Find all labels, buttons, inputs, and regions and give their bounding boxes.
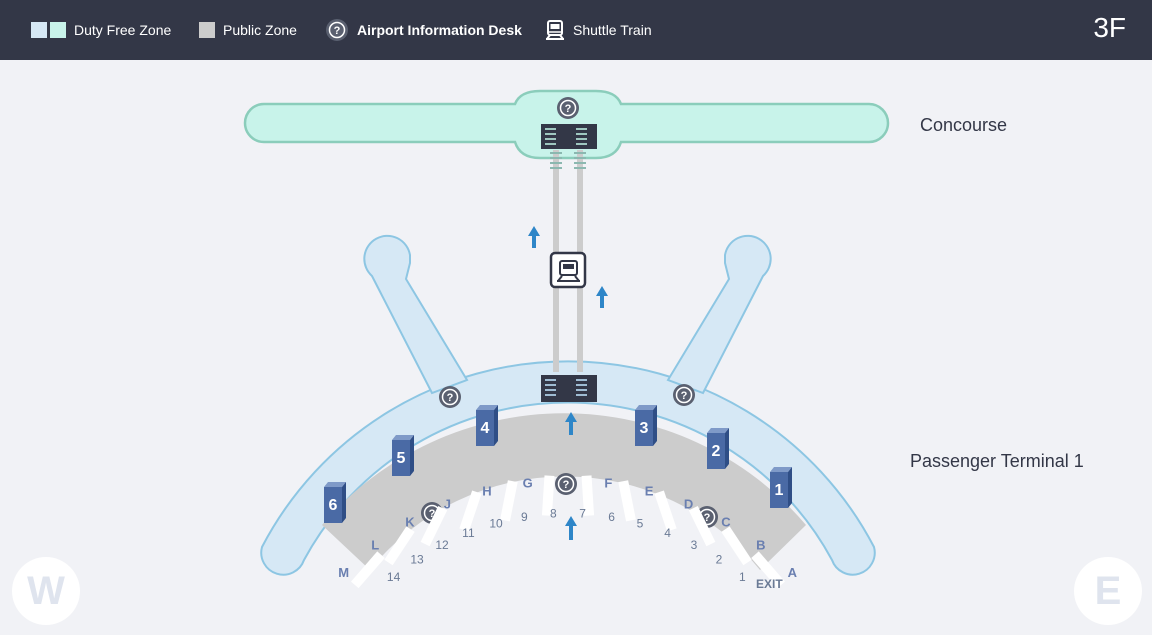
checkin-counter-letter: M	[338, 565, 349, 580]
gate-number: 3	[691, 538, 698, 552]
checkin-counter-letter: F	[604, 476, 612, 491]
gate-number: 11	[462, 526, 475, 540]
arrow-up-icon	[565, 412, 577, 435]
compass-west: W	[12, 557, 80, 625]
compass-east: E	[1074, 557, 1142, 625]
legend-shuttle: Shuttle Train	[545, 0, 652, 60]
arrow-up-icon	[596, 286, 608, 308]
checkin-counter[interactable]	[500, 480, 518, 522]
checkin-counter-letter: E	[645, 483, 654, 498]
zone-marker[interactable]: 1	[770, 467, 792, 508]
info-desk-icon[interactable]	[554, 472, 578, 496]
info-desk-icon[interactable]	[438, 385, 462, 409]
train-icon	[546, 20, 564, 40]
svg-text:?: ?	[334, 25, 341, 37]
concourse-label: Concourse	[920, 115, 1008, 135]
legend-public-label: Public Zone	[223, 22, 297, 38]
gate-number: 9	[521, 510, 528, 524]
zone-marker-number: 2	[712, 443, 721, 460]
zone-marker[interactable]: 2	[707, 428, 729, 469]
terminal-duty-free-area[interactable]	[260, 360, 876, 576]
map-canvas: ?	[243, 89, 890, 591]
checkin-counter[interactable]	[351, 551, 385, 589]
zone-marker[interactable]: 3	[635, 405, 657, 446]
terminal-station[interactable]	[541, 375, 597, 402]
gate-number: 8	[550, 507, 557, 521]
checkin-counter-letter: A	[788, 565, 798, 580]
checkin-counter-letter: L	[371, 538, 379, 553]
zone-marker[interactable]: 4	[476, 405, 498, 446]
arrow-up-icon	[565, 516, 577, 540]
checkin-counter[interactable]	[541, 475, 555, 516]
gate-number: 5	[637, 517, 644, 531]
shuttle-train-icon[interactable]	[549, 251, 587, 289]
checkin-counter[interactable]	[459, 490, 482, 532]
checkin-counter[interactable]	[581, 475, 595, 516]
terminal-label: Passenger Terminal 1	[910, 451, 1084, 471]
legend-duty-free: Duty Free Zone	[31, 0, 171, 60]
checkin-counter[interactable]	[420, 505, 448, 547]
arrow-up-icon	[528, 226, 540, 248]
zone-markers: 1 2 3 4 5 6	[324, 405, 792, 523]
zone-marker[interactable]: 5	[392, 435, 414, 476]
legend-duty-free-label: Duty Free Zone	[74, 22, 172, 38]
floor-map: ?	[0, 60, 1152, 635]
info-desk-icon: ?	[326, 19, 348, 41]
left-pier[interactable]	[363, 234, 469, 395]
gate-number: 13	[410, 553, 424, 567]
checkin-counter-letter: B	[756, 538, 765, 553]
zone-marker-number: 5	[397, 450, 406, 467]
gate-number: 4	[664, 526, 671, 540]
duty-free-swatch-green	[50, 22, 66, 38]
checkin-counter[interactable]	[654, 490, 677, 532]
gate-number: 2	[716, 553, 723, 567]
checkin-counter[interactable]	[751, 551, 785, 589]
gate-number: 14	[387, 570, 401, 584]
track-rungs-left	[550, 152, 562, 169]
checkin-counter-letter: D	[684, 497, 693, 512]
zone-marker-number: 1	[775, 482, 784, 499]
checkin-counter[interactable]	[618, 480, 636, 522]
gate-number: 6	[608, 510, 615, 524]
zone-marker-number: 3	[640, 420, 649, 437]
zone-marker-number: 6	[329, 497, 338, 514]
info-desk-icon[interactable]	[556, 96, 580, 120]
checkin-counter-letter: C	[721, 515, 731, 530]
zone-marker[interactable]: 6	[324, 482, 346, 523]
public-swatch	[199, 22, 215, 38]
track-rungs-right	[574, 152, 586, 169]
checkin-counter-letter: K	[405, 515, 415, 530]
checkin-counter[interactable]	[688, 505, 716, 547]
zone-marker-number: 4	[481, 420, 490, 437]
concourse-station[interactable]	[541, 124, 597, 149]
checkin-counter-letter: H	[482, 483, 491, 498]
duty-free-swatch-blue	[31, 22, 47, 38]
legend-bar: Duty Free Zone Public Zone ? Airport Inf…	[0, 0, 1152, 60]
gate-number: 1	[739, 570, 746, 584]
checkin-counters: A B C D E F G H J K L M	[338, 475, 798, 589]
checkin-counter-letter: G	[523, 476, 533, 491]
right-pier[interactable]	[666, 234, 772, 395]
gate-number: 7	[579, 507, 586, 521]
gate-number: 10	[489, 517, 503, 531]
checkin-counter[interactable]	[384, 526, 415, 566]
gate-number: 12	[435, 538, 449, 552]
checkin-counter[interactable]	[721, 526, 752, 566]
legend-public: Public Zone	[199, 0, 297, 60]
legend-info-desk: ? Airport Information Desk	[325, 0, 522, 60]
exit-label: EXIT	[756, 577, 783, 591]
floor-indicator: 3F	[1093, 12, 1126, 43]
info-desk-icon[interactable]	[672, 383, 696, 407]
legend-info-desk-label: Airport Information Desk	[357, 22, 522, 38]
legend-shuttle-label: Shuttle Train	[573, 22, 652, 38]
public-zone-area[interactable]	[322, 413, 806, 570]
checkin-counter-letter: J	[444, 497, 451, 512]
